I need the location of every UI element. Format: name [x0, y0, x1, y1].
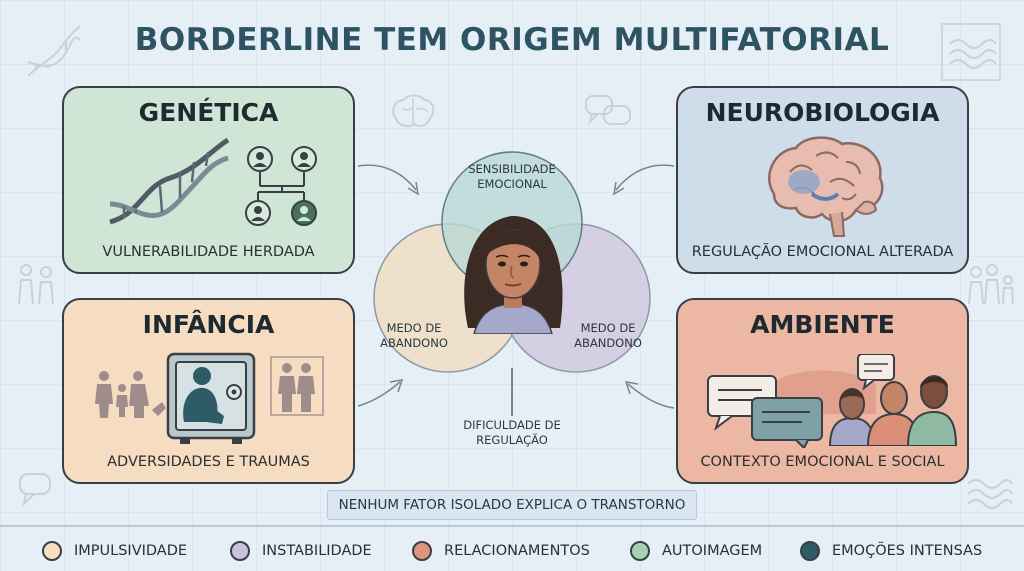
legend-dot: [230, 541, 250, 561]
family-icon: [95, 371, 166, 418]
legend-dot: [412, 541, 432, 561]
legend-label: EMOÇÕES INTENSAS: [832, 543, 983, 559]
legend-item-emocoes-intensas: EMOÇÕES INTENSAS: [800, 540, 982, 562]
card-neurobiologia-heading: NEUROBIOLOGIA: [705, 98, 940, 127]
family-background-icon-left: [18, 264, 54, 305]
legend: IMPULSIVIDADE INSTABILIDADE RELACIONAMEN…: [0, 525, 1024, 571]
chat-background-icon-left: [19, 473, 51, 508]
brain-background-icon: [392, 94, 435, 127]
card-infancia-heading: INFÂNCIA: [142, 310, 275, 339]
venn-label-left: MEDO DE ABANDONO: [380, 321, 448, 350]
woman-portrait-icon: [464, 216, 563, 334]
legend-item-impulsividade: IMPULSIVIDADE: [42, 540, 187, 562]
child-in-safe-icon: [166, 352, 256, 444]
dna-icon: [109, 137, 230, 225]
card-genetica-heading: GENÉTICA: [138, 98, 279, 127]
card-genetica: GENÉTICA: [62, 86, 355, 274]
family-background-icon-right: [968, 264, 1014, 305]
family-tree-icon: [245, 146, 317, 226]
speech-bubbles-icon: [707, 354, 895, 448]
card-ambiente-subtitle: CONTEXTO EMOCIONAL E SOCIAL: [700, 454, 945, 470]
waves-background-icon: [941, 23, 1001, 81]
legend-item-relacionamentos: RELACIONAMENTOS: [412, 540, 590, 562]
legend-item-instabilidade: INSTABILIDADE: [230, 540, 372, 562]
venn-diagram: SENSIBILIDADE EMOCIONAL MEDO DE ABANDONO…: [360, 140, 664, 460]
legend-label: INSTABILIDADE: [262, 543, 372, 559]
card-neurobiologia-subtitle: REGULAÇÃO EMOCIONAL ALTERADA: [691, 244, 954, 260]
card-genetica-subtitle: VULNERABILIDADE HERDADA: [102, 244, 315, 260]
waves-background-icon-bottom: [967, 479, 1013, 509]
arrow-neuro-to-center: [612, 164, 675, 196]
conclusion-banner: NENHUM FATOR ISOLADO EXPLICA O TRANSTORN…: [327, 490, 697, 520]
venn-label-top: SENSIBILIDADE EMOCIONAL: [468, 162, 556, 191]
card-infancia: INFÂNCIA ADVERSIDADES E TRAUMAS: [62, 298, 355, 484]
brain-icon: [768, 136, 884, 237]
card-infancia-subtitle: ADVERSIDADES E TRAUMAS: [107, 454, 310, 470]
legend-label: IMPULSIVIDADE: [74, 543, 188, 559]
card-ambiente: AMBIENTE CONTEXTO EMOCIONAL E SOCIAL: [676, 298, 969, 484]
legend-label: AUTOIMAGEM: [662, 543, 763, 559]
card-neurobiologia: NEUROBIOLOGIA REGULAÇÃO EMOCIONAL ALTERA…: [676, 86, 969, 274]
dna-background-icon: [27, 25, 81, 77]
legend-dot: [630, 541, 650, 561]
arrow-genetica-to-center: [357, 164, 420, 196]
page-title: BORDERLINE TEM ORIGEM MULTIFATORIAL: [134, 22, 890, 58]
parents-icon: [270, 356, 324, 416]
people-group-icon: [828, 375, 958, 446]
legend-label: RELACIONAMENTOS: [444, 543, 590, 559]
legend-dot: [42, 541, 62, 561]
arrow-ambiente-to-center: [624, 381, 675, 409]
legend-dot: [800, 541, 820, 561]
chat-background-icon: [585, 95, 631, 126]
venn-label-bottom: DIFICULDADE DE REGULAÇÃO: [463, 418, 561, 447]
venn-label-right: MEDO DE ABANDONO: [574, 321, 642, 350]
card-ambiente-heading: AMBIENTE: [750, 310, 895, 339]
arrow-infancia-to-center: [357, 379, 404, 407]
legend-item-autoimagem: AUTOIMAGEM: [630, 540, 762, 562]
